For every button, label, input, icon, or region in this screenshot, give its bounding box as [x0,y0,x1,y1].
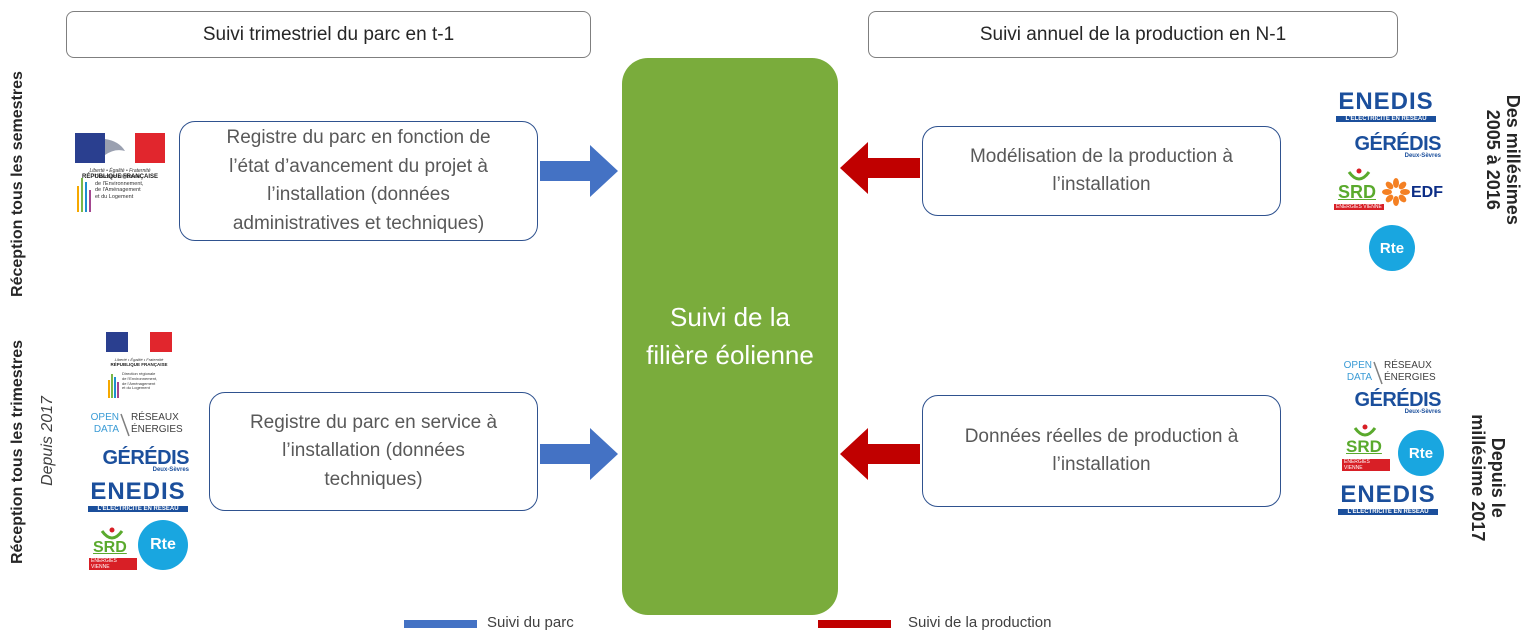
rte-text-rt: Rte [1379,239,1405,257]
enedis-logo-right-bottom: ENEDIS L'ELECTRICITE EN RESEAU [1334,481,1442,515]
legend-parc-label: Suivi du parc [487,614,574,631]
republique-motto: Liberté • Égalité • Fraternité [89,168,151,174]
edf-logo: EDF [1382,178,1446,208]
srd-sub-rb: ÉNERGIES VIENNE [1342,459,1390,471]
dreal-text-2: Direction régionale de l'Environnement, … [122,371,158,391]
open-data-reseaux-logo-right: OPEN DATA RÉSEAUX ÉNERGIES [1336,360,1451,390]
srd-text-rt: SRD [1338,182,1377,202]
republique-name: RÉPUBLIQUE FRANÇAISE [81,174,158,180]
box-modelisation: Modélisation de la production à l’instal… [922,126,1281,216]
energies-text-r: ÉNERGIES [1384,372,1436,383]
gerdis-sub-rb: Deux-Sèvres [1404,409,1441,415]
arrow-parc-bottom [540,428,618,480]
arrow-parc-top [540,145,618,197]
srd-sub-rt: ÉNERGIES VIENNE [1334,204,1384,210]
reseaux-text: RÉSEAUX [131,412,179,423]
enedis-logo-right-top: ENEDIS L'ELECTRICITE EN RESEAU [1332,88,1440,122]
legend-production-label: Suivi de la production [908,614,1052,631]
gerdis-logo-right-bottom: GÉRÉDIS Deux-Sèvres [1333,389,1441,415]
header-right: Suivi annuel de la production en N-1 [868,11,1398,58]
republique-motto-2: Liberté • Égalité • Fraternité [114,357,164,362]
srd-logo-right-top: SRD ÉNERGIES VIENNE [1334,168,1384,212]
srd-text-rb: SRD [1346,437,1382,456]
gerdis-logo-right-top: GÉRÉDIS Deux-Sèvres [1333,133,1441,159]
slash-icon [120,413,130,437]
dreal-bars-icon [77,178,91,212]
srd-logo-right-bottom: SRD ÉNERGIES VIENNE [1340,424,1390,471]
energies-text: ÉNERGIES [131,424,183,435]
header-left: Suivi trimestriel du parc en t-1 [66,11,591,58]
box-registre-service: Registre du parc en service à l’installa… [209,392,538,511]
edf-sun-icon [1382,178,1410,206]
label-millesimes-2005-2016: Des millésimes 2005 à 2016 [1483,94,1523,225]
open-text-r: OPEN [1343,360,1372,371]
data-text: DATA [93,424,119,435]
enedis-sub: L'ELECTRICITE EN RESEAU [88,506,188,512]
enedis-text-rb: ENEDIS [1340,481,1436,508]
dreal-text: Direction régionale de l'Environnement, … [95,174,144,200]
label-trimestres: Réception tous les trimestres [9,339,26,565]
open-text: OPEN [90,412,119,423]
republique-francaise-logo: Liberté • Égalité • Fraternité RÉPUBLIQU… [75,133,165,180]
enedis-logo: ENEDIS L'ELECTRICITE EN RESEAU [84,478,192,512]
rte-logo-right-bottom: Rte [1398,430,1444,476]
rte-logo: Rte [138,520,188,570]
gerdis-text: GÉRÉDIS [102,447,189,469]
dreal-bars-icon [108,374,119,398]
enedis-text-rt: ENEDIS [1338,88,1434,115]
center-node: Suivi de la filière éolienne [622,58,838,615]
legend-parc-swatch [404,620,477,628]
reseaux-text-r: RÉSEAUX [1384,360,1432,371]
data-text-r: DATA [1346,372,1372,383]
box-donnees-reelles: Données réelles de production à l’instal… [922,395,1281,507]
label-semestres: Réception tous les semestres [9,71,26,297]
gerdis-sub: Deux-Sèvres [152,467,189,473]
srd-sub: ÉNERGIES VIENNE [89,558,137,570]
srd-text: SRD [93,539,127,556]
arrow-production-bottom [840,428,920,480]
srd-swoosh-icon [1347,168,1371,181]
gerdis-logo: GÉRÉDIS Deux-Sèvres [84,447,189,473]
marianne-icon [106,332,172,352]
rte-logo-right-top: Rte [1369,225,1415,271]
label-millesime-2017: Depuis le millésime 2017 [1468,414,1508,542]
republique-francaise-logo-2: Liberté • Égalité • Fraternité RÉPUBLIQU… [106,332,172,367]
srd-swoosh-icon [100,527,124,540]
enedis-text: ENEDIS [90,478,186,505]
marianne-icon [75,133,165,163]
open-data-reseaux-logo: OPEN DATA RÉSEAUX ÉNERGIES [83,412,198,442]
legend-production-swatch [818,620,891,628]
edf-text: EDF [1411,184,1443,201]
label-depuis-2017: Depuis 2017 [39,396,56,486]
srd-logo: SRD ÉNERGIES VIENNE [87,527,137,570]
enedis-sub-rb: L'ELECTRICITE EN RESEAU [1338,509,1438,515]
rte-text-rb: Rte [1408,444,1434,462]
dreal-logo-2: Direction régionale de l'Environnement, … [108,370,178,400]
srd-swoosh-icon [1353,424,1377,437]
enedis-sub-rt: L'ELECTRICITE EN RESEAU [1336,116,1436,122]
republique-name-2: RÉPUBLIQUE FRANÇAISE [110,362,168,367]
gerdis-sub-rt: Deux-Sèvres [1404,153,1441,159]
rte-text: Rte [150,536,176,553]
dreal-logo: Direction régionale de l'Environnement, … [77,172,167,214]
gerdis-text-rb: GÉRÉDIS [1354,389,1441,411]
slash-icon [1373,361,1383,385]
box-registre-fonction: Registre du parc en fonction de l’état d… [179,121,538,241]
arrow-production-top [840,142,920,194]
gerdis-text-rt: GÉRÉDIS [1354,133,1441,155]
